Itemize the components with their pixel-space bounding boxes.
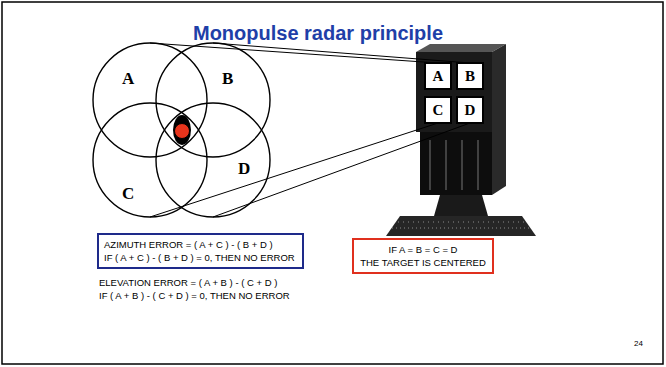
beam-circle: C — [92, 102, 208, 218]
circle-outline — [92, 42, 208, 158]
quadrant-letter: B — [222, 70, 233, 87]
target-dot — [175, 124, 190, 139]
circle-outline — [155, 102, 271, 218]
elevation-equation: ELEVATION ERROR = ( A + B ) - ( C + D ) — [99, 277, 277, 289]
equation-text: IF ( A + C ) - ( B + D ) = 0, THEN NO ER… — [104, 251, 297, 264]
elevation-equation: IF ( A + B ) - ( C + D ) = 0, THEN NO ER… — [99, 290, 290, 302]
quadrant-letter: C — [122, 185, 134, 202]
equation-text: THE TARGET IS CENTERED — [359, 256, 487, 269]
target-lens — [173, 115, 191, 145]
quadrant-letter: A — [122, 70, 134, 87]
azimuth-box: AZIMUTH ERROR = ( A + C ) - ( B + D )IF … — [97, 233, 304, 269]
antenna-quadrant: A — [424, 62, 452, 90]
target-centered-box: IF A = B = C = DTHE TARGET IS CENTERED — [352, 238, 494, 274]
antenna-quadrant: C — [424, 96, 452, 124]
antenna-quadrant: B — [456, 62, 484, 90]
page-number: 24 — [634, 338, 643, 350]
circle-outline — [92, 102, 208, 218]
beam-circle: B — [155, 42, 271, 158]
quadrant-letter: A — [433, 69, 444, 84]
beam-line — [213, 43, 470, 63]
antenna — [386, 44, 536, 236]
antenna-quadrant: D — [456, 96, 484, 124]
slide-title: Monopulse radar principle — [0, 22, 636, 45]
circle-outline — [155, 42, 271, 158]
equation-text: IF A = B = C = D — [359, 243, 487, 256]
quadrant-letter: C — [433, 103, 444, 118]
slide-frame — [2, 2, 663, 364]
beam-circle: A — [92, 42, 208, 158]
quadrant-letter: D — [465, 103, 476, 118]
quadrant-letter: D — [238, 160, 250, 177]
quadrant-letter: B — [465, 69, 475, 84]
equation-text: AZIMUTH ERROR = ( A + C ) - ( B + D ) — [104, 238, 297, 251]
beam-circle: D — [155, 102, 271, 218]
